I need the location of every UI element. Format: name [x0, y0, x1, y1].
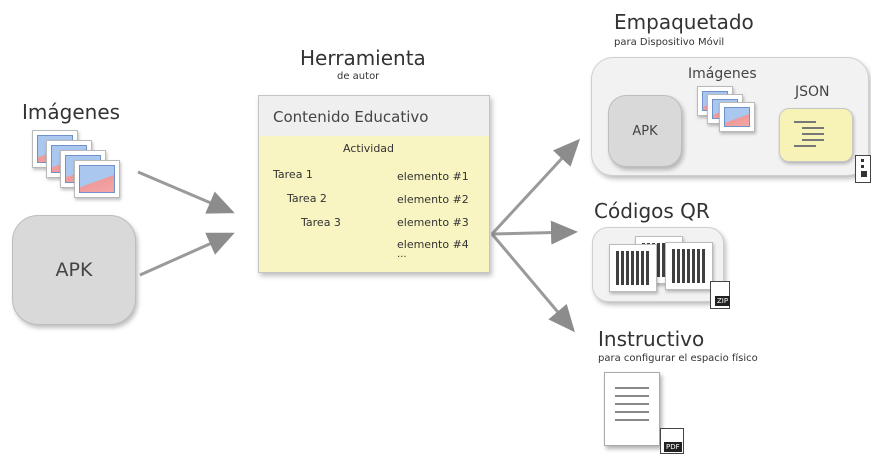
json-label: JSON: [795, 84, 830, 100]
images-stack-icon: [32, 130, 132, 198]
package-apk-label: APK: [632, 123, 658, 139]
qr-title: Códigos QR: [594, 199, 710, 223]
json-file-icon: [779, 108, 853, 162]
instructions-subtitle: para configurar el espacio físico: [598, 353, 758, 364]
arrow-apk-to-tool: [139, 232, 235, 277]
images-label: Imágenes: [22, 100, 121, 124]
arrow-tool-to-package: [490, 138, 581, 236]
package-images-label: Imágenes: [688, 66, 757, 82]
tool-header: Contenido Educativo: [273, 108, 429, 126]
instructions-title: Instructivo: [598, 327, 705, 351]
zip-tag: ZIP: [715, 296, 731, 306]
task-item: Tarea 1: [273, 168, 313, 181]
package-apk-box: APK: [608, 95, 682, 167]
element-item: elemento #4: [397, 238, 469, 251]
activity-label: Actividad: [343, 142, 395, 155]
package-images-icon: [697, 86, 767, 136]
element-item: elemento #2: [397, 193, 469, 206]
activity-area: Actividad Tarea 1 Tarea 2 Tarea 3 elemen…: [259, 136, 489, 272]
pdf-document-icon: [604, 372, 660, 446]
tool-subtitle: de autor: [337, 71, 380, 82]
qr-panel: [592, 227, 724, 302]
arrow-tool-to-instructions: [490, 233, 575, 333]
package-panel: APK Imágenes JSON: [591, 57, 869, 176]
element-item: elemento #1: [397, 170, 469, 183]
pdf-file-icon: PDF: [660, 428, 684, 454]
pdf-tag: PDF: [664, 442, 682, 452]
authoring-tool-panel: Contenido Educativo Actividad Tarea 1 Ta…: [258, 95, 490, 273]
package-title: Empaquetado: [614, 10, 754, 34]
arrow-images-to-tool: [137, 170, 235, 214]
zip-file-icon: ZIP: [710, 281, 731, 309]
arrow-tool-to-qr: [491, 220, 578, 245]
element-item: elemento #3: [397, 216, 469, 229]
package-subtitle: para Dispositivo Móvil: [614, 37, 725, 48]
ellipsis: ...: [397, 249, 407, 260]
tool-title: Herramienta: [300, 46, 426, 70]
apk-box: APK: [12, 215, 136, 325]
task-item: Tarea 3: [301, 216, 341, 229]
apk-label: APK: [55, 259, 93, 281]
package-zip-icon: [855, 155, 871, 183]
task-item: Tarea 2: [287, 192, 327, 205]
